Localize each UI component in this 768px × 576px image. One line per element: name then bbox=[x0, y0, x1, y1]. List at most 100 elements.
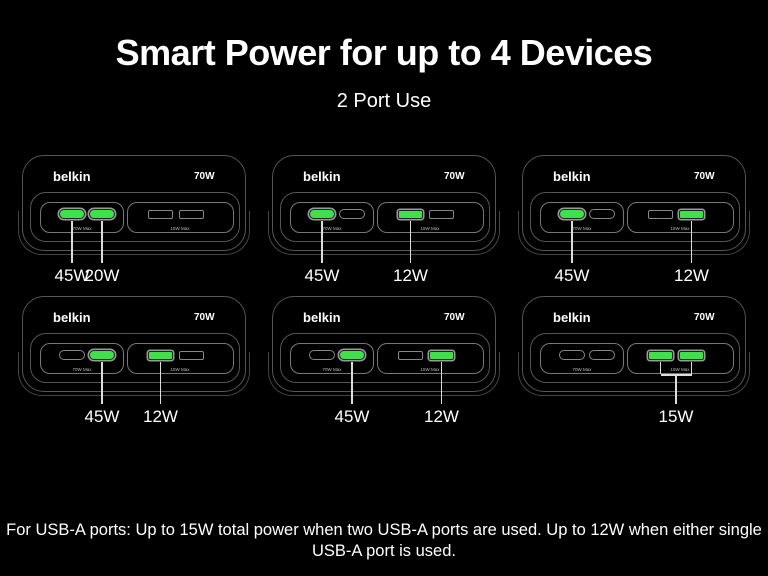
usb-a-port-active bbox=[148, 351, 173, 360]
usb-c-port-active bbox=[89, 350, 115, 360]
power-rating: 70W bbox=[694, 312, 715, 323]
usb-c-port-active bbox=[309, 209, 335, 219]
usb-c-max-label: 70W Max bbox=[570, 367, 594, 372]
usb-c-port-active bbox=[339, 350, 365, 360]
port-panel bbox=[30, 192, 240, 242]
usb-c-max-label: 70W Max bbox=[320, 226, 344, 231]
charger-diagram: belkin 70W 70W Max 15W Max 45W 12W bbox=[18, 296, 252, 431]
usb-c-port bbox=[559, 350, 585, 360]
usb-c-port-group bbox=[290, 202, 374, 233]
brand-logo: belkin bbox=[53, 310, 91, 325]
output-wattage-label: 15W bbox=[658, 407, 694, 426]
usb-a-port-active bbox=[398, 210, 423, 219]
callout-line bbox=[571, 221, 573, 263]
brand-logo: belkin bbox=[553, 169, 591, 184]
usb-c-port-group bbox=[540, 343, 624, 374]
charger-body-outline bbox=[22, 155, 246, 251]
brand-logo: belkin bbox=[553, 310, 591, 325]
usb-a-max-label: 15W Max bbox=[168, 226, 192, 231]
output-wattage-label: 12W bbox=[143, 407, 178, 426]
usb-a-max-label: 15W Max bbox=[418, 226, 442, 231]
charger-body-outline bbox=[272, 296, 496, 392]
charger-diagram: belkin 70W 70W Max 15W Max 45W 12W bbox=[268, 296, 502, 431]
port-panel bbox=[280, 192, 490, 242]
charger-base-outline bbox=[268, 211, 500, 255]
callout-line bbox=[159, 362, 162, 404]
callout-line bbox=[409, 221, 412, 263]
charger-diagram: belkin 70W 70W Max 15W Max 45W 12W bbox=[518, 155, 752, 290]
port-panel bbox=[530, 192, 740, 242]
output-wattage-label: 45W bbox=[54, 266, 90, 285]
usb-c-port-group bbox=[40, 343, 124, 374]
usb-c-port-active bbox=[59, 209, 85, 219]
output-wattage-label: 45W bbox=[84, 407, 120, 426]
charger-body-outline bbox=[522, 155, 746, 251]
usb-c-port bbox=[339, 209, 365, 219]
usb-c-port bbox=[589, 209, 615, 219]
brand-logo: belkin bbox=[303, 169, 341, 184]
usb-c-port bbox=[309, 350, 335, 360]
usb-a-port bbox=[648, 210, 673, 219]
power-rating: 70W bbox=[194, 312, 215, 323]
power-rating: 70W bbox=[444, 171, 465, 182]
port-panel bbox=[530, 333, 740, 383]
brand-logo: belkin bbox=[53, 169, 91, 184]
usb-a-port-active bbox=[648, 351, 673, 360]
usb-c-port-group bbox=[290, 343, 374, 374]
output-wattage-label: 12W bbox=[393, 266, 428, 285]
usb-a-port-active bbox=[679, 210, 704, 219]
usb-a-port-group bbox=[127, 202, 234, 233]
usb-a-port-group bbox=[377, 343, 484, 374]
output-wattage-label: 45W bbox=[334, 407, 370, 426]
charger-base-outline bbox=[518, 352, 750, 396]
output-wattage-label: 20W bbox=[84, 266, 120, 285]
usb-a-port-active bbox=[679, 351, 704, 360]
charger-body-outline bbox=[522, 296, 746, 392]
usb-a-max-label: 15W Max bbox=[668, 367, 692, 372]
page-title: Smart Power for up to 4 Devices bbox=[115, 32, 653, 73]
usb-a-port bbox=[398, 351, 423, 360]
usb-c-port-active bbox=[89, 209, 115, 219]
charger-base-outline bbox=[268, 352, 500, 396]
usb-a-max-label: 15W Max bbox=[168, 367, 192, 372]
callout-line bbox=[675, 374, 677, 404]
port-panel bbox=[280, 333, 490, 383]
charger-diagram: belkin 70W 70W Max 15W Max 45W 12W bbox=[268, 155, 502, 290]
brand-logo: belkin bbox=[303, 310, 341, 325]
usb-a-port bbox=[148, 210, 173, 219]
usb-a-port-group bbox=[627, 202, 734, 233]
charger-body-outline bbox=[272, 155, 496, 251]
usb-a-port bbox=[179, 210, 204, 219]
usb-a-port-group bbox=[627, 343, 734, 374]
usb-a-max-label: 15W Max bbox=[668, 226, 692, 231]
usb-a-port-group bbox=[377, 202, 484, 233]
usb-a-port-active bbox=[429, 351, 454, 360]
usb-c-max-label: 70W Max bbox=[70, 367, 94, 372]
usb-a-max-label: 15W Max bbox=[418, 367, 442, 372]
power-rating: 70W bbox=[694, 171, 715, 182]
callout-line bbox=[101, 221, 103, 263]
callout-line bbox=[659, 362, 662, 374]
footnote: For USB-A ports: Up to 15W total power w… bbox=[6, 521, 762, 560]
usb-c-port-group bbox=[540, 202, 624, 233]
output-wattage-label: 12W bbox=[424, 407, 459, 426]
callout-line bbox=[690, 362, 693, 374]
callout-line bbox=[101, 362, 103, 404]
charger-base-outline bbox=[18, 352, 250, 396]
usb-c-port-active bbox=[559, 209, 585, 219]
output-wattage-label: 45W bbox=[554, 266, 590, 285]
usb-c-max-label: 70W Max bbox=[70, 226, 94, 231]
power-rating: 70W bbox=[194, 171, 215, 182]
usb-c-max-label: 70W Max bbox=[570, 226, 594, 231]
callout-line bbox=[71, 221, 73, 263]
usb-c-max-label: 70W Max bbox=[320, 367, 344, 372]
output-wattage-label: 12W bbox=[674, 266, 709, 285]
output-wattage-label: 45W bbox=[304, 266, 340, 285]
callout-line bbox=[351, 362, 353, 404]
power-rating: 70W bbox=[444, 312, 465, 323]
usb-a-port-group bbox=[127, 343, 234, 374]
port-panel bbox=[30, 333, 240, 383]
callout-line bbox=[321, 221, 323, 263]
charger-base-outline bbox=[18, 211, 250, 255]
